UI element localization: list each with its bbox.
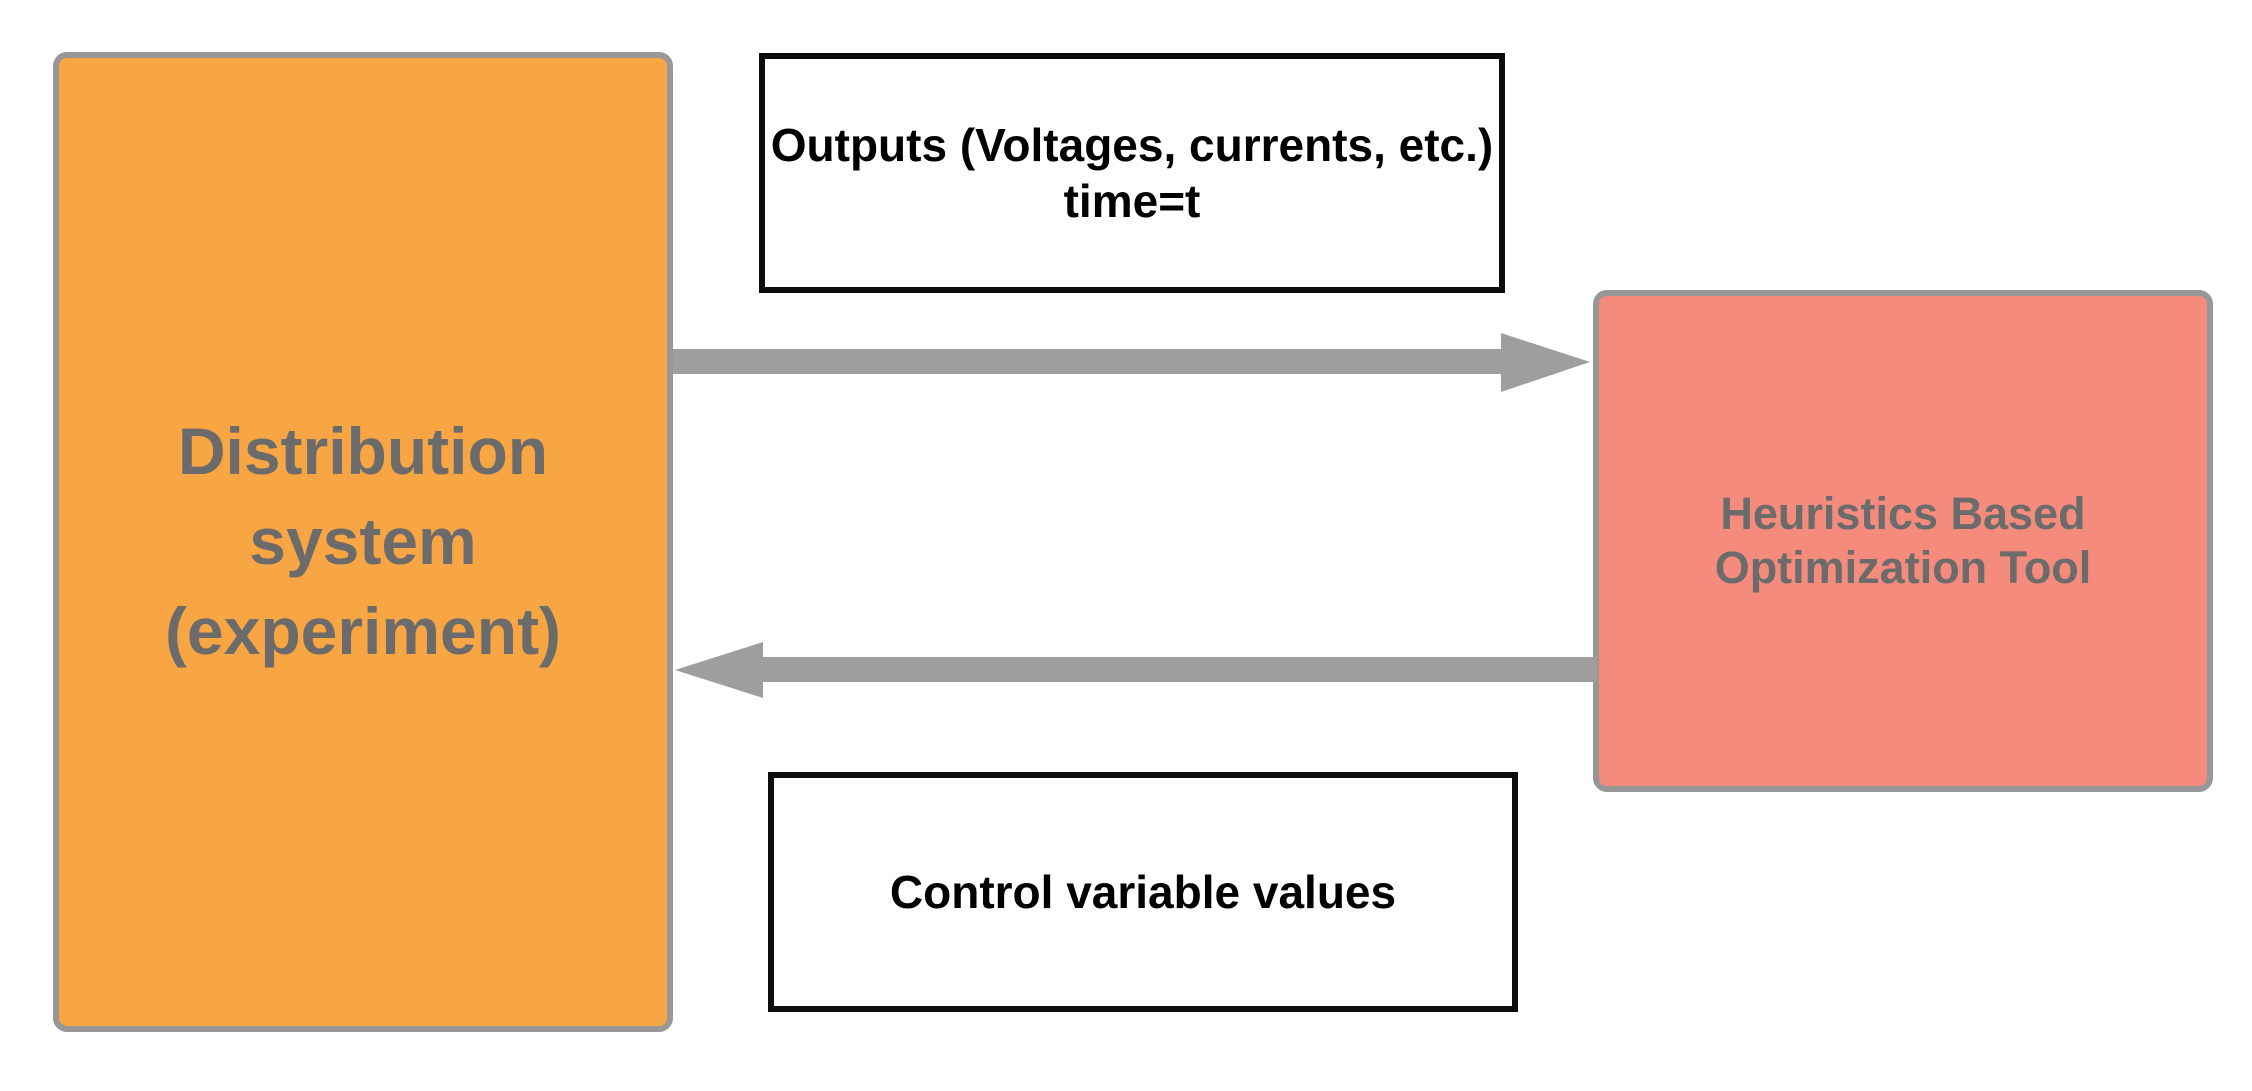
distribution-system-node: Distribution system (experiment)	[53, 52, 673, 1032]
control-values-label-box: Control variable values	[768, 772, 1518, 1012]
outputs-label-box: Outputs (Voltages, currents, etc.) time=…	[759, 53, 1505, 293]
outputs-label-line1: Outputs (Voltages, currents, etc.)	[770, 118, 1494, 171]
optimization-tool-label: Heuristics Based Optimization Tool	[1714, 488, 2092, 593]
arrow-left-icon	[675, 642, 1597, 698]
outputs-label-line2: time=t	[1063, 175, 1201, 227]
distribution-system-label: Distribution system (experiment)	[164, 414, 562, 668]
arrow-right-icon	[673, 333, 1590, 392]
optimization-tool-node: Heuristics Based Optimization Tool	[1593, 290, 2213, 792]
control-values-label: Control variable values	[889, 865, 1397, 918]
